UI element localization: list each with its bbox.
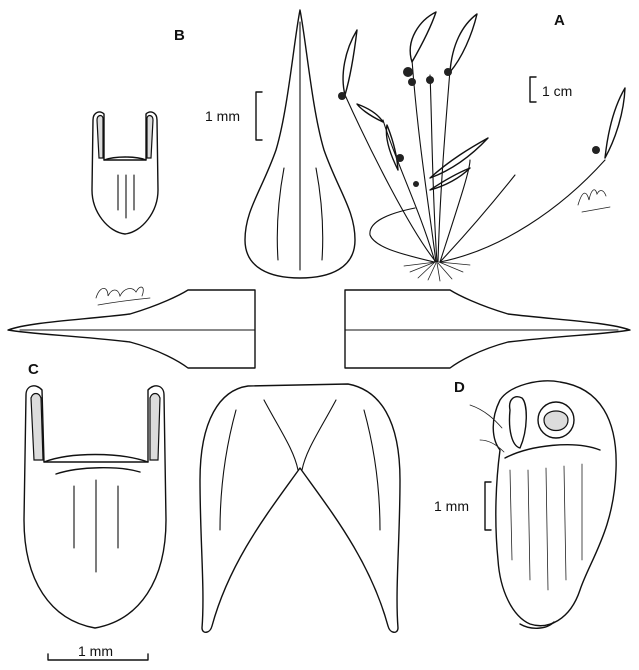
- signature-right: [577, 189, 611, 213]
- panel-label-a: A: [554, 12, 565, 29]
- signature-left: [95, 286, 151, 306]
- scale-bar-d: 1 mm: [434, 481, 492, 531]
- scale-bar-b: 1 mm: [205, 91, 263, 141]
- lateral-petals: [7, 289, 631, 369]
- synsepal: [199, 383, 401, 633]
- scale-bar-c: 1 mm: [47, 643, 149, 661]
- scale-bar-a: 1 cm: [529, 76, 572, 103]
- panel-a-habit: [338, 11, 626, 282]
- panel-b-lip: [91, 111, 159, 235]
- dorsal-sepal: [244, 9, 356, 279]
- panel-label-d: D: [454, 379, 465, 396]
- panel-label-b: B: [174, 27, 185, 44]
- scale-label-c: 1 mm: [78, 643, 113, 659]
- scale-label-d: 1 mm: [434, 498, 469, 514]
- scale-label-a: 1 cm: [542, 83, 572, 99]
- panel-label-c: C: [28, 361, 39, 378]
- panel-d-column: [469, 380, 617, 629]
- panel-c-lip: [23, 385, 167, 629]
- inflorescence-clusters: [338, 67, 600, 187]
- scale-label-b: 1 mm: [205, 108, 240, 124]
